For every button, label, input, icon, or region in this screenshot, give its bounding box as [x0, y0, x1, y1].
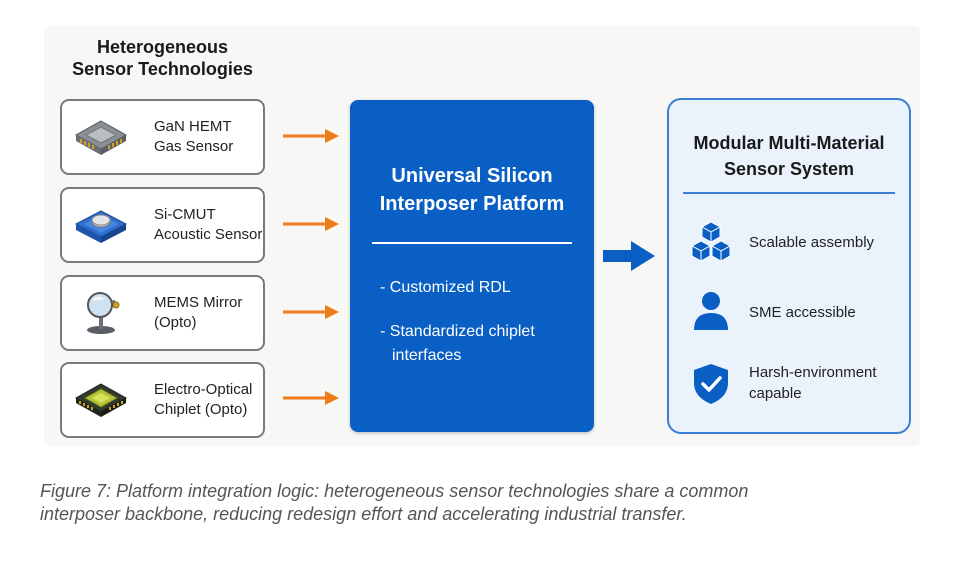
- interposer-platform-title: Universal Silicon Interposer Platform: [350, 162, 594, 218]
- right-title-line2: Sensor System: [723, 159, 855, 179]
- left-title-line2: Sensor Technologies: [72, 59, 253, 79]
- sensor-system-box: Modular Multi-Material Sensor System Sca…: [667, 98, 911, 434]
- feature-line1: SME accessible: [749, 304, 856, 321]
- sensor-label-gan-hemt: GaN HEMT Gas Sensor: [154, 117, 264, 157]
- sensor-line2: Gas Sensor: [154, 138, 234, 155]
- sensor-line1: GaN HEMT: [154, 118, 232, 135]
- center-item-chiplet-interfaces: - Standardized chiplet interfaces: [380, 320, 570, 368]
- sensor-line2: Acoustic Sensor: [154, 226, 263, 243]
- arrow-right-icon: [603, 241, 655, 271]
- center-divider: [372, 242, 572, 244]
- electro-optical-chip-icon: [74, 383, 128, 417]
- feature-line1: Harsh-environment: [749, 364, 877, 381]
- person-icon: [694, 292, 728, 330]
- feature-label-harsh-environment: Harsh-environment capable: [749, 362, 899, 404]
- sensor-line1: Electro-Optical: [154, 381, 253, 398]
- cmut-chip-icon: [74, 210, 128, 243]
- center-item-rdl: - Customized RDL: [380, 276, 570, 300]
- sensor-line2: Chiplet (Opto): [154, 401, 248, 418]
- sensor-label-si-cmut: Si-CMUT Acoustic Sensor: [154, 205, 264, 245]
- gan-chip-icon: [74, 120, 128, 155]
- center-title-line1: Universal Silicon: [391, 165, 553, 187]
- center-title-line2: Interposer Platform: [379, 193, 565, 215]
- sensor-box-gan-hemt: GaN HEMT Gas Sensor: [60, 99, 265, 175]
- sensor-box-mems-mirror: MEMS Mirror (Opto): [60, 275, 265, 351]
- mems-mirror-icon: [87, 292, 120, 334]
- right-title-line1: Modular Multi-Material: [693, 133, 885, 153]
- sensor-label-mems-mirror: MEMS Mirror (Opto): [154, 293, 264, 333]
- left-column-title: Heterogeneous Sensor Technologies: [60, 36, 265, 80]
- sensor-system-title: Modular Multi-Material Sensor System: [669, 130, 909, 182]
- sensor-line1: Si-CMUT: [154, 206, 216, 223]
- sensor-line1: MEMS Mirror: [154, 294, 243, 311]
- feature-line1: Scalable assembly: [749, 234, 875, 251]
- interposer-platform-box: Universal Silicon Interposer Platform - …: [350, 100, 594, 432]
- arrow-right-icon: [283, 129, 339, 143]
- left-title-line1: Heterogeneous: [96, 37, 229, 57]
- caption-line1: Figure 7: Platform integration logic: he…: [40, 481, 749, 501]
- center-item-line1: - Customized RDL: [380, 279, 511, 296]
- caption-line2: interposer backbone, reducing redesign e…: [40, 504, 687, 524]
- cubes-icon: [690, 221, 732, 262]
- shield-check-icon: [694, 364, 728, 404]
- arrow-right-icon: [283, 391, 339, 405]
- right-divider: [683, 192, 895, 194]
- feature-label-sme: SME accessible: [749, 302, 899, 323]
- figure-caption: Figure 7: Platform integration logic: he…: [40, 480, 920, 526]
- feature-line2: capable: [749, 385, 802, 402]
- sensor-box-si-cmut: Si-CMUT Acoustic Sensor: [60, 187, 265, 263]
- arrow-right-icon: [283, 217, 339, 231]
- sensor-box-electro-optical: Electro-Optical Chiplet (Opto): [60, 362, 265, 438]
- arrow-right-icon: [283, 305, 339, 319]
- feature-label-scalable: Scalable assembly: [749, 232, 899, 253]
- sensor-label-electro-optical: Electro-Optical Chiplet (Opto): [154, 380, 264, 420]
- center-item-line2: interfaces: [392, 347, 462, 364]
- center-item-line1: - Standardized chiplet: [380, 323, 535, 340]
- sensor-line2: (Opto): [154, 314, 197, 331]
